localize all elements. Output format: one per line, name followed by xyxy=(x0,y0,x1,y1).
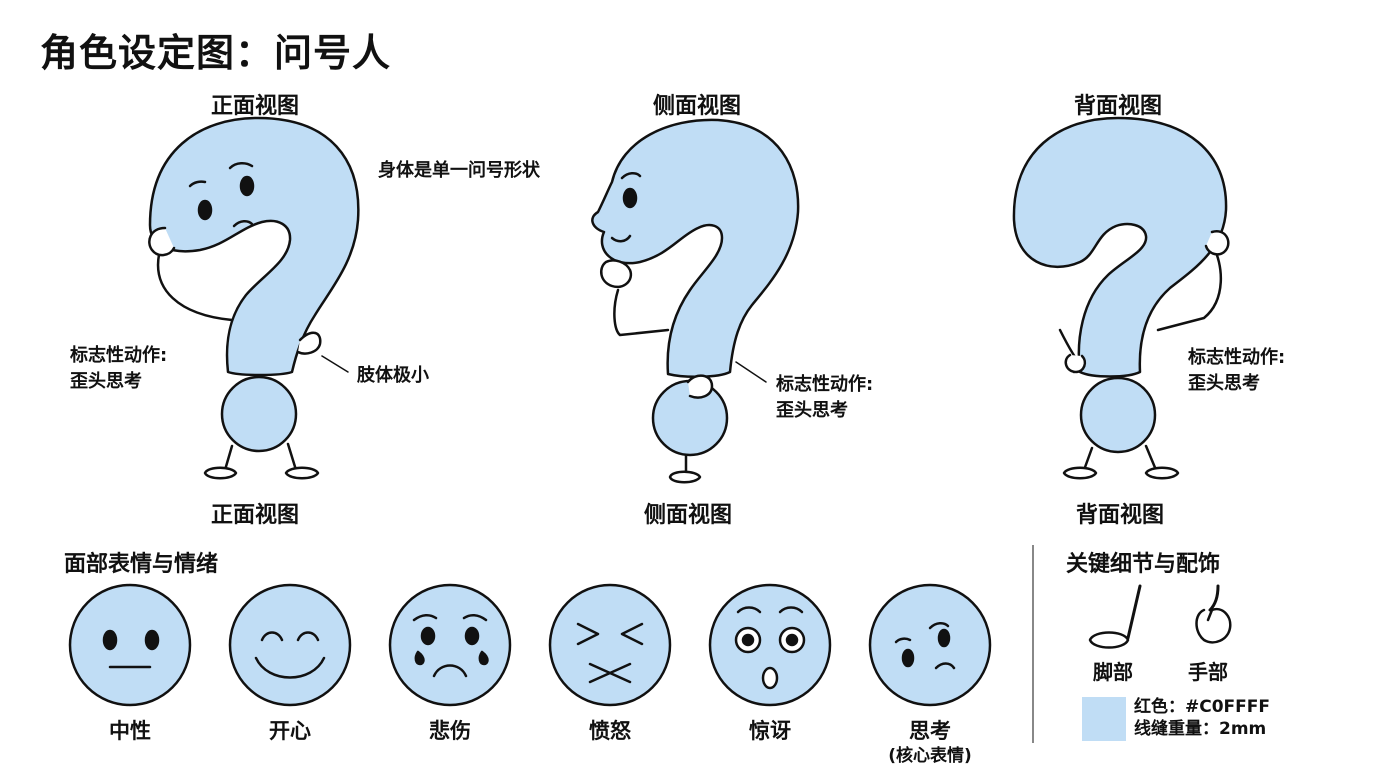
face-label-happy: 开心 xyxy=(269,719,311,743)
back-leg-left xyxy=(1082,446,1094,472)
front-question-dot xyxy=(220,375,298,453)
back-question-body xyxy=(1012,116,1228,378)
back-view-character xyxy=(1012,116,1230,480)
side-signature-line1: 标志性动作: xyxy=(776,374,874,395)
face-label-sad: 悲伤 xyxy=(429,719,471,743)
thinking-face-icon xyxy=(868,583,992,707)
face-label-angry: 愤怒 xyxy=(589,719,631,743)
surprised-face-icon xyxy=(708,583,832,707)
side-pointer-line xyxy=(735,361,767,383)
color-swatch xyxy=(1082,697,1126,741)
side-question-body xyxy=(591,118,800,378)
front-foot-right xyxy=(284,466,320,480)
front-mouth xyxy=(232,220,254,228)
side-brow xyxy=(620,172,642,180)
side-view-label-top: 侧面视图 xyxy=(652,94,741,119)
back-hip-hand xyxy=(1064,353,1087,374)
front-leg-right xyxy=(286,442,298,472)
back-view-label-bottom: 背面视图 xyxy=(1075,503,1164,528)
color-spec: 红色：#C0FFFF xyxy=(1134,697,1270,717)
side-signature-line2: 歪头思考 xyxy=(776,400,848,421)
side-arm xyxy=(613,288,670,337)
front-left-arm xyxy=(157,248,234,322)
foot-detail-label: 脚部 xyxy=(1093,660,1133,684)
face-label-thinking: 思考 xyxy=(909,719,951,743)
back-question-dot xyxy=(1079,376,1157,454)
page-title: 角色设定图：问号人 xyxy=(40,31,392,75)
side-mouth xyxy=(610,234,632,243)
back-head-hand xyxy=(1204,230,1230,256)
back-foot-left xyxy=(1062,466,1098,480)
hand-detail-label: 手部 xyxy=(1188,660,1228,684)
front-head-hand xyxy=(148,226,176,257)
side-eye xyxy=(622,187,638,209)
details-section-title: 关键细节与配饰 xyxy=(1066,552,1221,577)
front-view-character xyxy=(148,116,360,480)
front-question-body xyxy=(148,116,360,377)
neutral-face-icon xyxy=(68,583,192,707)
front-view-label-bottom: 正面视图 xyxy=(210,503,299,528)
side-view-label-bottom: 侧面视图 xyxy=(643,503,732,528)
side-signature-note: 标志性动作: 歪头思考 xyxy=(776,372,873,424)
foot-detail-icon xyxy=(1088,584,1142,649)
front-signature-line2: 歪头思考 xyxy=(70,371,142,392)
hand-detail-icon xyxy=(1195,584,1232,644)
back-foot-right xyxy=(1144,466,1180,480)
back-signature-note: 标志性动作: 歪头思考 xyxy=(1188,345,1285,397)
front-signature-line1: 标志性动作: xyxy=(70,345,168,366)
front-eye-right xyxy=(239,175,255,197)
back-leg-right xyxy=(1144,444,1158,472)
front-brow-right xyxy=(228,162,254,170)
limbs-note: 肢体极小 xyxy=(357,365,429,386)
front-foot-left xyxy=(203,466,238,480)
back-view-label-top: 背面视图 xyxy=(1073,94,1162,119)
side-chin-hand xyxy=(599,259,633,289)
angry-face-icon xyxy=(548,583,672,707)
front-view-label-top: 正面视图 xyxy=(210,94,299,119)
side-belly-hand xyxy=(686,374,714,399)
sad-face-icon xyxy=(388,583,512,707)
back-signature-line2: 歪头思考 xyxy=(1188,373,1260,394)
side-view-character xyxy=(591,118,800,484)
back-signature-line1: 标志性动作: xyxy=(1188,347,1286,368)
expressions-section-title: 面部表情与情绪 xyxy=(64,552,219,577)
section-divider xyxy=(1032,545,1034,743)
front-brow-left xyxy=(188,180,207,188)
side-foot xyxy=(668,470,702,484)
front-signature-note: 标志性动作: 歪头思考 xyxy=(70,343,167,395)
front-eye-left xyxy=(197,199,213,221)
body-shape-note: 身体是单一问号形状 xyxy=(378,160,540,181)
limbs-pointer-line xyxy=(321,355,349,373)
spec-text: 红色：#C0FFFF 线缝重量：2mm xyxy=(1134,696,1270,740)
front-leg-left xyxy=(223,444,234,472)
front-hip-hand xyxy=(296,331,322,355)
face-sublabel-thinking: (核心表情) xyxy=(888,746,972,766)
face-label-neutral: 中性 xyxy=(109,719,151,743)
face-label-surprised: 惊讶 xyxy=(749,719,791,743)
happy-face-icon xyxy=(228,583,352,707)
stroke-spec: 线缝重量：2mm xyxy=(1134,719,1267,739)
